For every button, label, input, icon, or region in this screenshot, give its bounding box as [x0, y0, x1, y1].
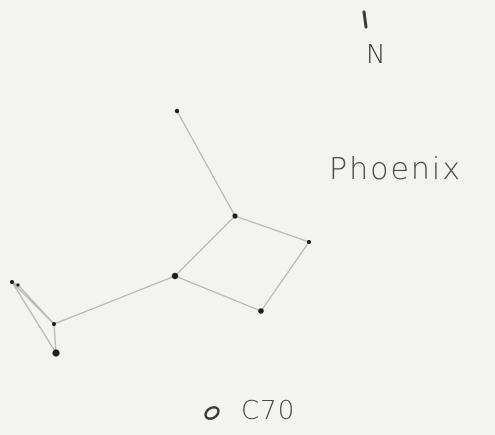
constellation-lines [12, 111, 309, 353]
constellation-line [54, 276, 175, 324]
constellation-line [175, 276, 261, 311]
star [10, 280, 14, 284]
constellation-name: Phoenix [329, 152, 462, 187]
star [258, 308, 264, 314]
galaxy-ellipse-icon [203, 405, 220, 421]
constellation-line [12, 282, 56, 353]
constellation-stars [10, 109, 311, 357]
star [52, 322, 56, 326]
star [172, 273, 178, 279]
constellation-line [235, 216, 309, 242]
star [52, 349, 59, 356]
deep-sky-object-label: C70 [241, 396, 295, 426]
constellation-line [177, 111, 235, 216]
star [16, 283, 19, 286]
constellation-line [18, 285, 54, 324]
constellation-line [175, 216, 235, 276]
star [232, 213, 237, 218]
constellation-line [261, 242, 309, 311]
north-arrow-icon [364, 12, 366, 27]
star [307, 240, 311, 244]
constellation-line [54, 324, 56, 353]
north-label: N [366, 40, 385, 70]
star [175, 109, 179, 113]
